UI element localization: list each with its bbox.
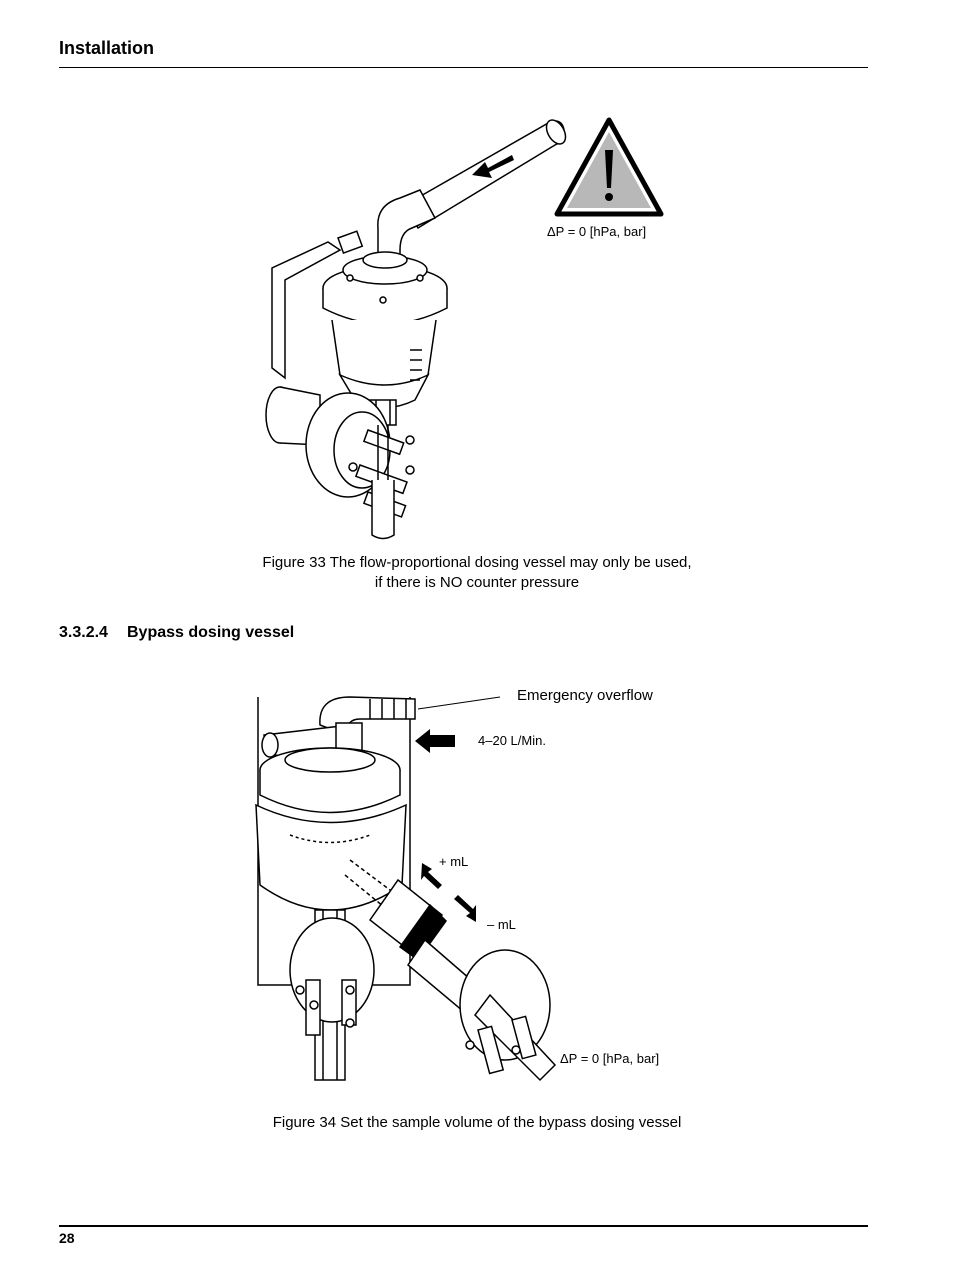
minus-ml-arrow-icon	[454, 895, 476, 922]
section-number: 3.3.2.4	[59, 624, 108, 641]
page-number: 28	[59, 1230, 75, 1246]
figure-33-caption-line-1: Figure 33 The flow-proportional dosing v…	[262, 554, 692, 571]
figure-34-caption: Figure 34 Set the sample volume of the b…	[0, 1113, 954, 1133]
warning-triangle-icon	[554, 117, 664, 217]
left-valve-housing	[289, 917, 375, 1023]
figure-33-caption: Figure 33 The flow-proportional dosing v…	[0, 553, 954, 593]
plus-ml-label: + mL	[439, 854, 469, 869]
plus-ml-arrow-icon	[421, 863, 442, 889]
figure-33-illustration	[265, 119, 567, 540]
figure-33-caption-line-2: if there is NO counter pressure	[374, 574, 580, 591]
figure-34-caption-line: Figure 34 Set the sample volume of the b…	[272, 1114, 682, 1131]
figure-34-illustration	[255, 696, 557, 1082]
flow-rate-label: 4–20 L/Min.	[478, 733, 546, 748]
section-heading: 3.3.2.4 Bypass dosing vessel	[59, 624, 294, 642]
inlet-flow-arrow-icon	[415, 729, 455, 753]
minus-ml-label: – mL	[487, 917, 516, 932]
mounting-bracket	[271, 241, 342, 380]
emergency-overflow-label: Emergency overflow	[517, 687, 653, 704]
pressure-label-fig34: ΔP = 0 [hPa, bar]	[560, 1051, 660, 1066]
flow-arrow-icon	[472, 155, 514, 178]
section-title: Bypass dosing vessel	[127, 624, 295, 641]
pressure-label-fig33: ΔP = 0 [hPa, bar]	[547, 224, 647, 239]
header-rule	[59, 67, 868, 68]
page-header-title: Installation	[59, 38, 155, 58]
footer-rule	[59, 1225, 868, 1227]
outlet-tube	[371, 480, 395, 540]
